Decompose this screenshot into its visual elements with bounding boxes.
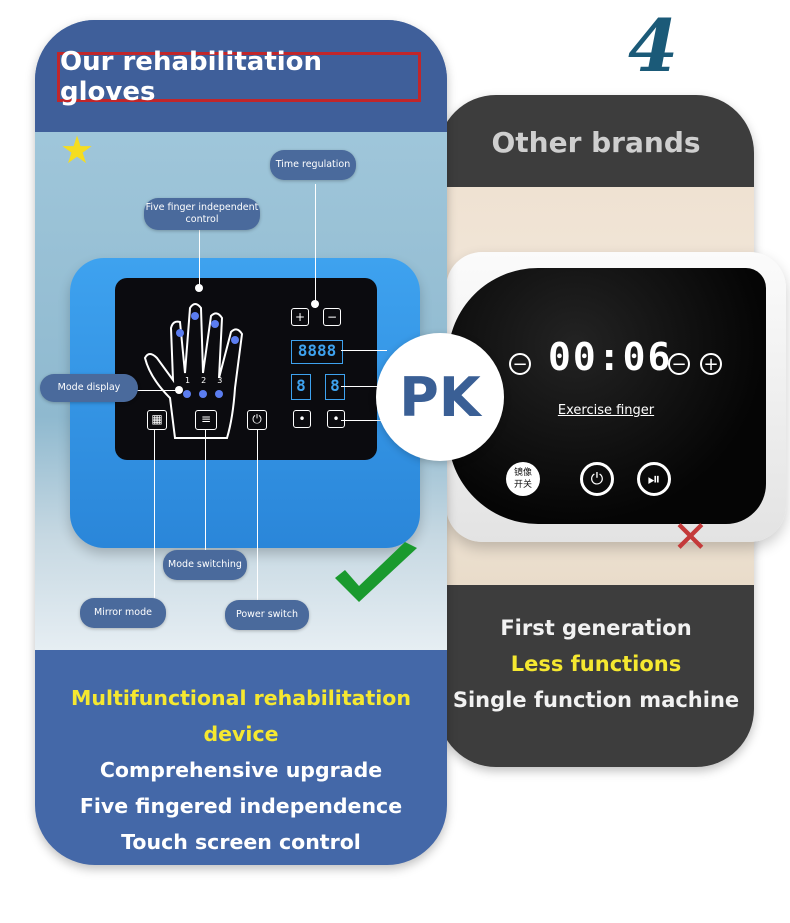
pk-badge: PK bbox=[376, 333, 504, 461]
other-device-timer: 00:06 bbox=[548, 335, 673, 379]
leader-line bbox=[315, 184, 316, 308]
mode-switching-button[interactable]: ≡ bbox=[195, 410, 217, 430]
cross-icon: ✕ bbox=[672, 512, 709, 563]
other-brands-features: First generation Less functions Single f… bbox=[438, 610, 754, 718]
leader-dot bbox=[175, 386, 183, 394]
option-button[interactable]: • bbox=[327, 410, 345, 428]
our-feature-line: Multifunctional rehabilitation device bbox=[71, 686, 411, 746]
our-feature-line: Comprehensive upgrade bbox=[99, 758, 383, 782]
callout-five-finger: Five finger independent control bbox=[144, 198, 260, 230]
other-brands-title: Other brands bbox=[491, 126, 701, 159]
leader-line bbox=[341, 386, 387, 387]
mirror-mode-button[interactable]: ▦ bbox=[147, 410, 167, 430]
power-icon[interactable]: ⏻ bbox=[247, 410, 267, 430]
other-feature-line: First generation bbox=[500, 616, 692, 640]
other-feature-line: Single function machine bbox=[452, 688, 740, 712]
callout-mode-display: Mode display bbox=[40, 374, 138, 402]
power-icon: ⏻ bbox=[580, 462, 614, 496]
leader-line bbox=[341, 350, 387, 351]
our-gloves-card: Our rehabilitation gloves ★ 123 + − 8888… bbox=[35, 20, 447, 865]
plus-button[interactable]: + bbox=[291, 308, 309, 326]
callout-power-switch: Power switch bbox=[225, 600, 309, 630]
leader-line bbox=[199, 228, 200, 288]
play-pause-icon: ⏯ bbox=[637, 462, 671, 496]
mode-indicator-leds bbox=[181, 390, 231, 400]
step-number: 4 bbox=[628, 3, 679, 88]
leader-dot bbox=[311, 300, 319, 308]
callout-mirror-mode: Mirror mode bbox=[80, 598, 166, 628]
star-icon: ★ bbox=[60, 128, 95, 172]
hand-icon bbox=[143, 303, 244, 439]
plus-icon: + bbox=[700, 353, 722, 375]
time-display: 8888 bbox=[291, 340, 343, 364]
mirror-switch-key: 镜像开关 bbox=[506, 462, 540, 496]
minus-button[interactable]: − bbox=[323, 308, 341, 326]
mode-display-left: 8 bbox=[291, 374, 311, 400]
leader-line bbox=[154, 430, 155, 600]
leader-dot bbox=[195, 284, 203, 292]
leader-line bbox=[205, 430, 206, 550]
leader-line bbox=[341, 420, 387, 421]
our-feature-line: Touch screen control bbox=[121, 830, 361, 854]
minus-icon: − bbox=[668, 353, 690, 375]
mode-numbers: 123 bbox=[185, 376, 234, 385]
our-gloves-title: Our rehabilitation gloves bbox=[57, 47, 421, 107]
leader-line bbox=[257, 430, 258, 602]
our-gloves-header: Our rehabilitation gloves bbox=[35, 20, 447, 132]
our-feature-line: Five fingered independence bbox=[79, 794, 403, 818]
mode-display-right: 8 bbox=[325, 374, 345, 400]
check-icon bbox=[335, 542, 417, 602]
leader-line bbox=[137, 390, 177, 391]
our-gloves-features: Multifunctional rehabilitation device Co… bbox=[35, 680, 447, 860]
exercise-finger-label: Exercise finger bbox=[557, 403, 655, 418]
other-feature-line: Less functions bbox=[510, 652, 682, 676]
callout-time-regulation: Time regulation bbox=[270, 150, 356, 180]
minus-icon: − bbox=[509, 353, 531, 375]
option-button[interactable]: • bbox=[293, 410, 311, 428]
callout-mode-switching: Mode switching bbox=[163, 550, 247, 580]
